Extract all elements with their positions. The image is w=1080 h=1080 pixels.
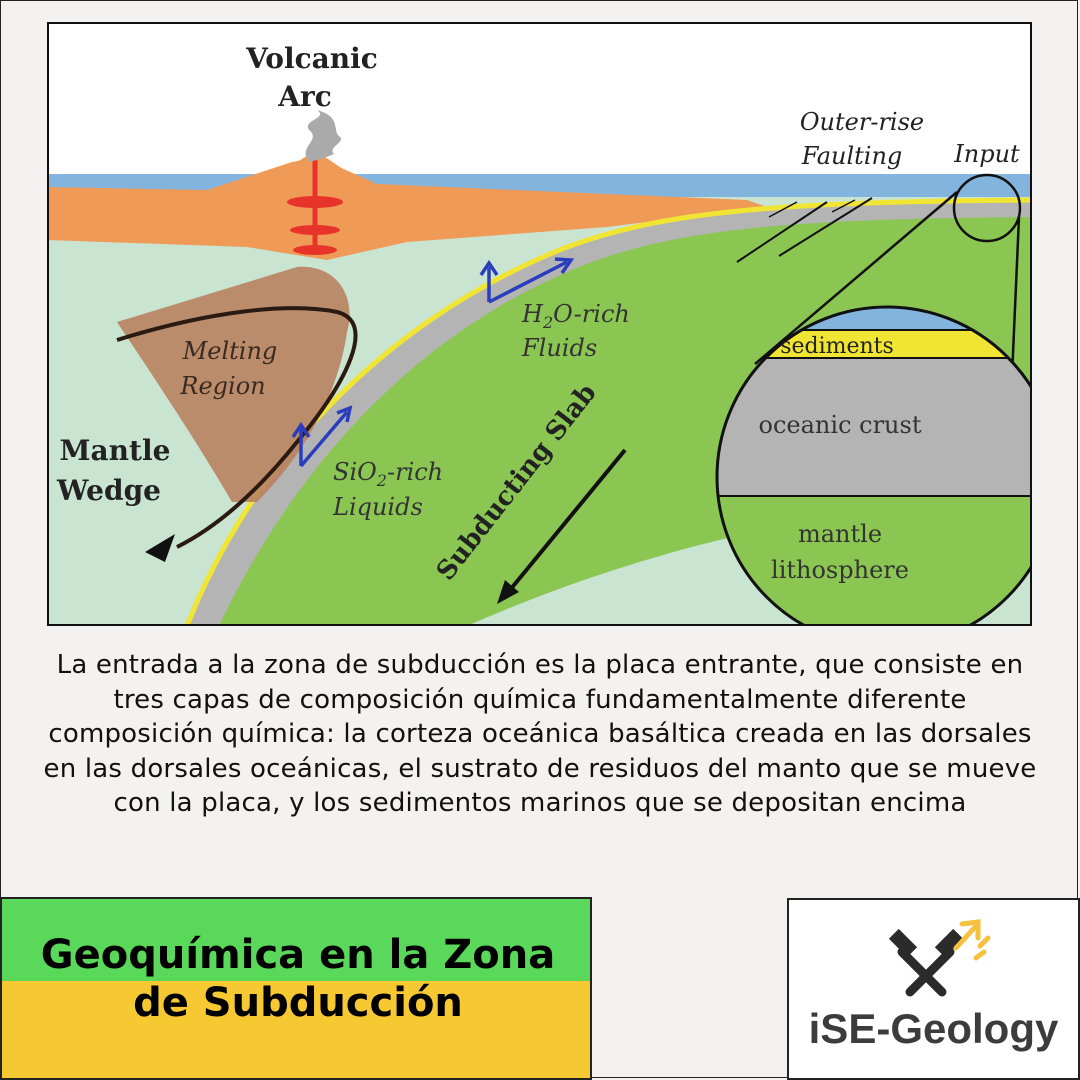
label-volcanic-arc: Volcanic bbox=[245, 42, 378, 75]
zoom-inset bbox=[717, 307, 1032, 626]
outer-rise-fault bbox=[736, 201, 828, 263]
label-melting-region: Region bbox=[179, 372, 265, 400]
logo-panel: iSE-Geology bbox=[787, 898, 1080, 1080]
label-h2o-fluids: Fluids bbox=[521, 334, 597, 362]
subduction-diagram: Volcanic Arc Outer-rise Faulting Input M… bbox=[47, 22, 1032, 626]
mantle-flow-line bbox=[116, 306, 358, 549]
label-sediments: sediments bbox=[780, 334, 894, 359]
label-mantle-wedge: Mantle bbox=[60, 434, 171, 467]
arc-crust bbox=[47, 157, 767, 260]
slab-direction-arrow bbox=[503, 448, 627, 598]
slab-arrowhead bbox=[497, 580, 519, 604]
outer-rise-fault-arrow bbox=[831, 199, 856, 213]
label-sio2-liquids: SiO2-rich bbox=[333, 458, 443, 490]
magma-chamber bbox=[287, 196, 343, 208]
title-line-1: Geoquímica en la Zona bbox=[40, 932, 556, 978]
label-input: Input bbox=[953, 140, 1020, 168]
label-outer-rise: Faulting bbox=[801, 142, 903, 170]
label-mantle-lithosphere: lithosphere bbox=[771, 556, 909, 584]
caption-text: La entrada a la zona de subducción es la… bbox=[43, 650, 1037, 818]
label-volcanic-arc: Arc bbox=[277, 80, 332, 113]
title-yellow-band bbox=[2, 981, 590, 1078]
magma-chamber bbox=[293, 245, 337, 255]
input-circle bbox=[952, 173, 1022, 243]
label-outer-rise: Outer-rise bbox=[800, 108, 924, 136]
label-mantle-wedge: Wedge bbox=[56, 474, 161, 507]
magma-chamber bbox=[290, 225, 340, 235]
title-green-band bbox=[2, 899, 590, 981]
label-mantle-lithosphere: mantle bbox=[798, 520, 882, 548]
eruption-plume-icon bbox=[305, 110, 341, 162]
diagram-border bbox=[47, 22, 1032, 626]
sio2-fluid-arrows bbox=[291, 405, 353, 468]
zoom-leader-line bbox=[754, 191, 958, 365]
label-oceanic-crust: oceanic crust bbox=[759, 411, 922, 439]
inset-oceanic-crust bbox=[717, 358, 1032, 496]
slab-oceanic-crust bbox=[187, 200, 1032, 626]
logo-text: iSE-Geology bbox=[808, 1005, 1059, 1052]
crossed-hammers-icon bbox=[888, 919, 991, 997]
title-line-2: de Subducción bbox=[133, 980, 463, 1026]
h2o-fluid-arrows bbox=[479, 257, 575, 304]
label-melting-region: Melting bbox=[182, 337, 278, 365]
label-sio2-liquids: Liquids bbox=[332, 493, 423, 521]
outer-rise-fault-arrow bbox=[768, 201, 798, 218]
zoom-circle bbox=[715, 305, 1032, 626]
outer-rise-fault bbox=[778, 197, 873, 257]
page-title: Geoquímica en la Zona de Subducción bbox=[2, 931, 590, 1027]
mantle-flow-arrowhead bbox=[145, 534, 175, 562]
label-h2o-fluids: H2O-rich bbox=[521, 300, 630, 332]
title-panel: Geoquímica en la Zona de Subducción bbox=[0, 897, 592, 1080]
